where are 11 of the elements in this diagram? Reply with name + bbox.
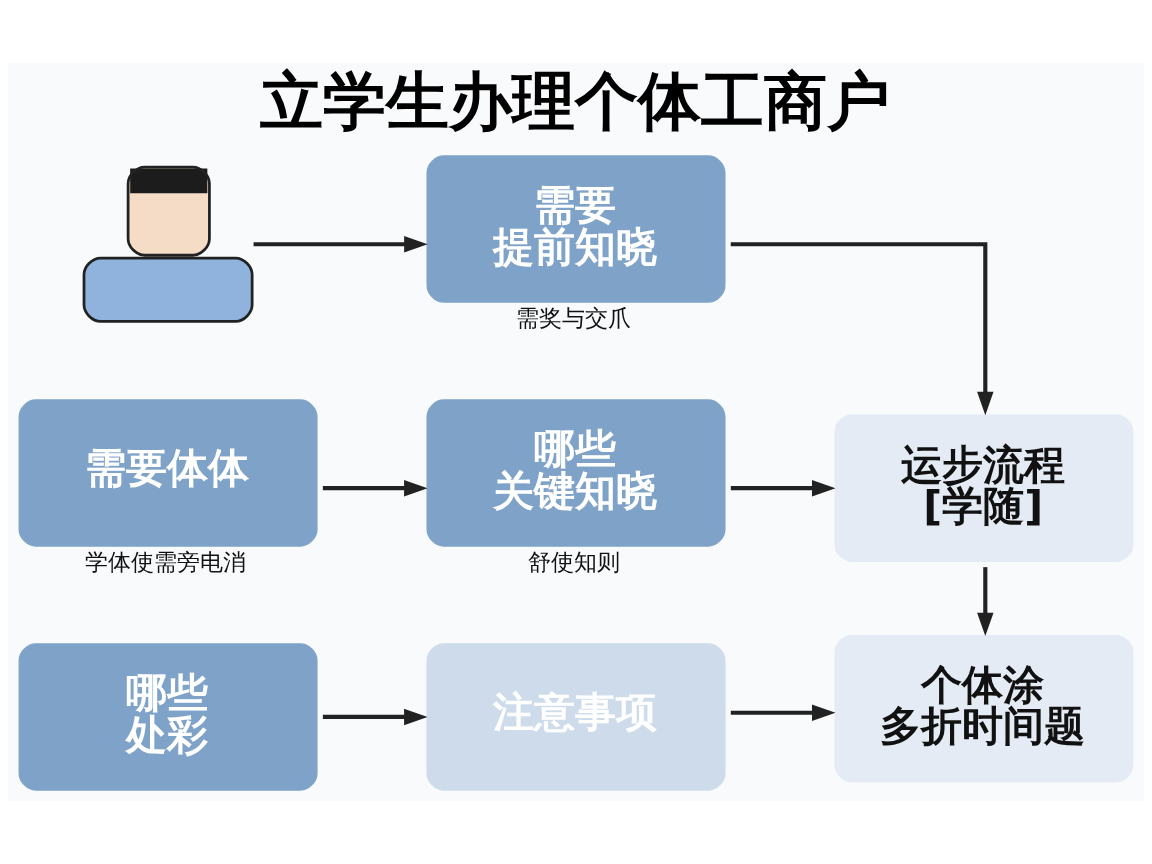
arrow (322, 708, 428, 726)
node-label: 需奖与交爪 (516, 304, 632, 333)
node-label: 学体使需旁电消 (84, 548, 246, 577)
arrow (977, 567, 994, 637)
node-label: 舒使知则 (527, 548, 620, 577)
arrow (730, 479, 836, 497)
arrow (730, 704, 836, 721)
diagram-title: 立学生办理个体工商户 (260, 64, 891, 139)
arrow (730, 242, 994, 416)
arrow (322, 479, 428, 497)
arrow (253, 236, 428, 253)
